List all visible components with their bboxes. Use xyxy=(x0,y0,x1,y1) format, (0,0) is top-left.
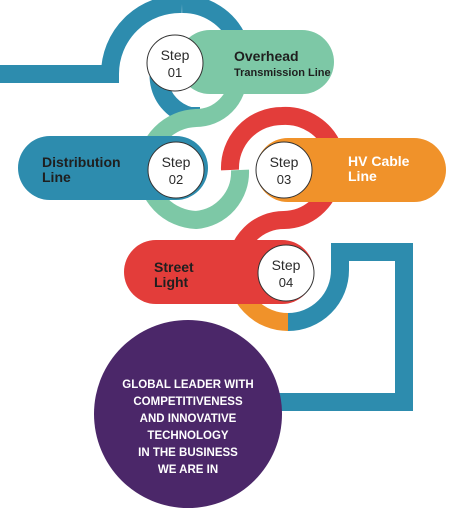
mission-line-1: GLOBAL LEADER WITH xyxy=(122,379,253,391)
connector-blue-entry xyxy=(0,0,183,83)
mission-line-4: TECHNOLOGY xyxy=(147,430,228,442)
step-03-circle: Step 03 xyxy=(255,141,313,199)
step-01-pill xyxy=(178,30,334,94)
step-03-label: Step xyxy=(270,154,299,170)
step-04-title-line-1: Street xyxy=(154,259,194,275)
step-04-title-line-2: Light xyxy=(154,274,189,290)
mission-line-3: AND INNOVATIVE xyxy=(140,413,237,425)
step-02-title-line-1: Distribution xyxy=(42,154,121,170)
step-02-label: Step xyxy=(162,154,191,170)
mission-line-5: IN THE BUSINESS xyxy=(138,447,238,459)
step-02-title-line-2: Line xyxy=(42,169,71,185)
mission-circle xyxy=(94,320,282,508)
step-03-title-line-2: Line xyxy=(348,168,377,184)
step-04-circle: Step 04 xyxy=(257,244,315,302)
step-01-number: 01 xyxy=(168,65,182,80)
mission-line-2: COMPETITIVENESS xyxy=(133,396,243,408)
step-01-title-line-2: Transmission Line xyxy=(234,67,331,79)
step-04-number: 04 xyxy=(279,275,293,290)
mission-statement: GLOBAL LEADER WITH COMPETITIVENESS AND I… xyxy=(94,320,282,508)
step-04-label: Step xyxy=(272,257,301,273)
step-01-title-line-1: Overhead xyxy=(234,48,299,64)
step-01-circle: Step 01 xyxy=(146,34,204,92)
step-03-title-line-1: HV Cable xyxy=(348,153,410,169)
connector-blue-bracket xyxy=(270,243,413,411)
step-02-circle: Step 02 xyxy=(147,141,205,199)
mission-line-6: WE ARE IN xyxy=(158,464,218,476)
step-01-label: Step xyxy=(161,47,190,63)
connector-red-arc xyxy=(220,106,343,171)
step-02-number: 02 xyxy=(169,172,183,187)
step-03-number: 03 xyxy=(277,172,291,187)
